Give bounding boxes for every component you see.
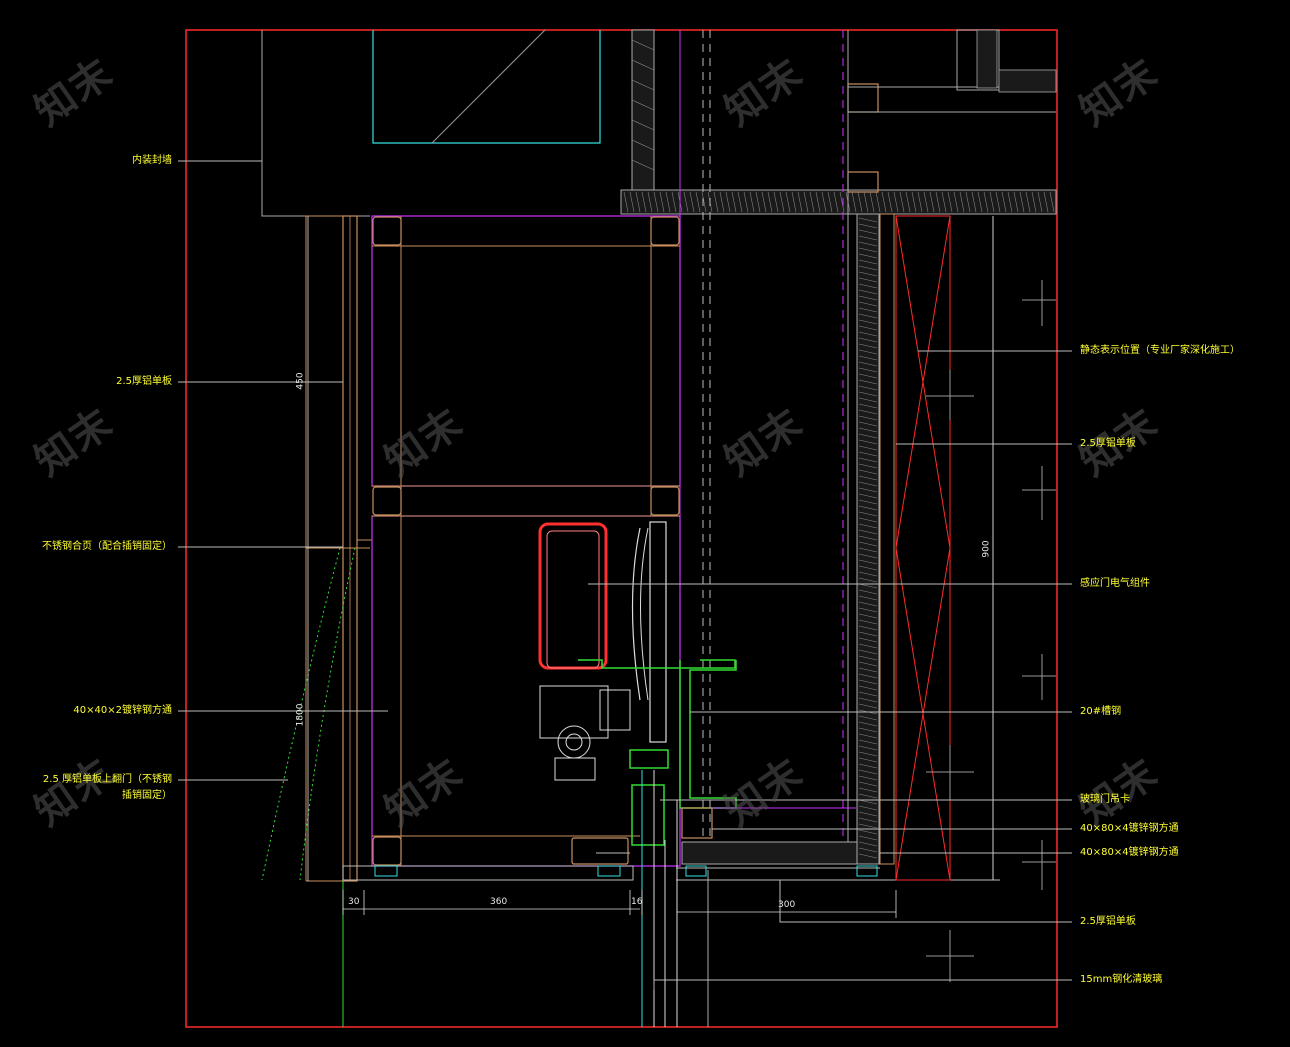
label-glass: 15mm钢化清玻璃 <box>1080 974 1163 985</box>
label-steel-tube-left: 40×40×2镀锌钢方通 <box>73 705 172 716</box>
interior-wall-line <box>261 30 370 217</box>
label-alu-door: 2.5 厚铝单板上翻门（不锈钢 <box>42 774 172 785</box>
label-alu-door-2: 插销固定） <box>122 790 172 801</box>
label-alu-panel-left: 2.5厚铝单板 <box>116 376 172 387</box>
label-sign-position: 静态表示位置（专业厂家深化施工） <box>1080 345 1240 356</box>
dim-16: 16 <box>631 897 643 907</box>
label-glass-clip: 玻璃门吊卡 <box>1080 794 1130 805</box>
label-stainless-hinge: 不锈钢合页（配合插销固定） <box>42 541 172 552</box>
sensor-door-component <box>538 522 608 670</box>
dim-300: 300 <box>778 900 796 910</box>
dim-450: 450 <box>295 372 306 390</box>
label-alu-panel-right: 2.5厚铝单板 <box>1080 438 1136 449</box>
label-interior-wall: 内装封墙 <box>132 155 172 166</box>
insulation-column <box>631 29 655 191</box>
label-steel-tube-2: 40×80×4镀锌钢方通 <box>1080 847 1179 858</box>
dim-1800: 1800 <box>295 703 306 727</box>
dim-900: 900 <box>981 540 992 558</box>
dim-360: 360 <box>490 897 508 907</box>
label-steel-tube-1: 40×80×4镀锌钢方通 <box>1080 823 1179 834</box>
green-profile <box>578 659 736 669</box>
label-sensor-door: 感应门电气组件 <box>1080 578 1150 589</box>
dim-30: 30 <box>348 897 360 907</box>
drawing-frame <box>185 29 1058 1028</box>
label-channel-steel: 20#槽钢 <box>1080 706 1122 717</box>
label-alu-panel-bottom: 2.5厚铝单板 <box>1080 916 1136 927</box>
cyan-frame <box>372 30 601 144</box>
